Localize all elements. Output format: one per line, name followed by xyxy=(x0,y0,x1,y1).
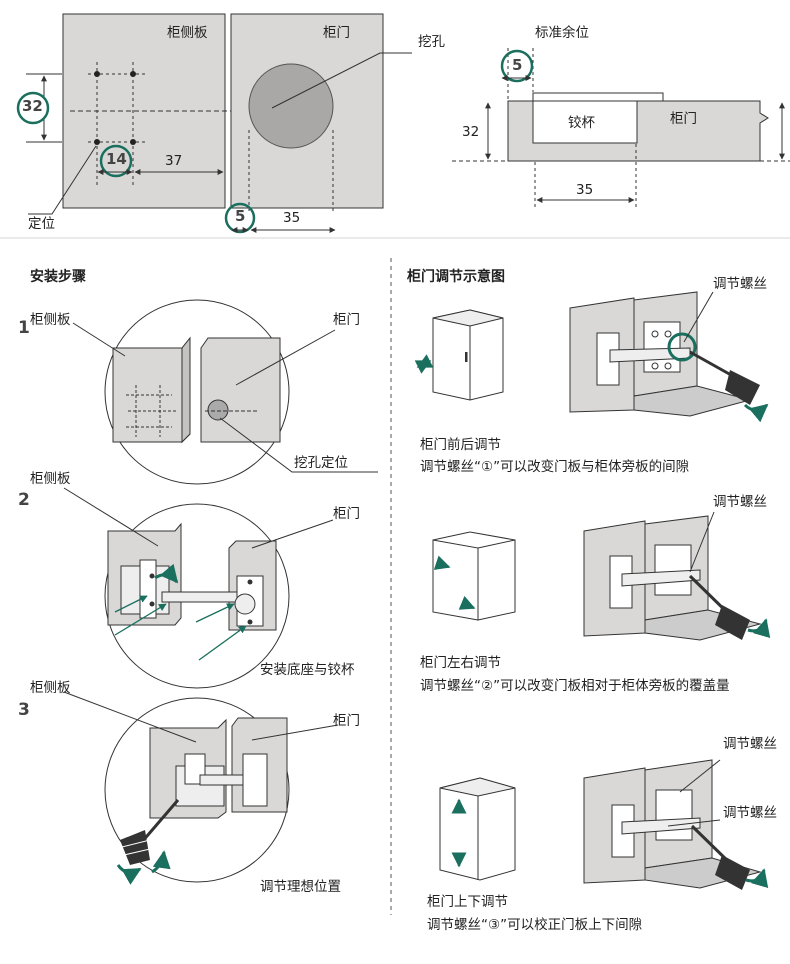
dim-14-text: 14 xyxy=(106,150,127,168)
top-door-panel xyxy=(230,13,384,212)
step-2-right-label: 柜门 xyxy=(333,506,360,522)
dim-32-r-text: 32 xyxy=(462,124,480,140)
step-1-left-label: 柜侧板 xyxy=(30,312,71,328)
step-3-caption: 调节理想位置 xyxy=(260,879,341,895)
std-clearance-label: 标准余位 xyxy=(535,25,589,41)
adjust-1-desc: 调节螺丝“①”可以改变门板与柜体旁板的间隙 xyxy=(420,459,690,475)
adjust-1-name: 柜门前后调节 xyxy=(420,437,501,453)
dim-32-circle xyxy=(16,91,50,125)
dim-37-text: 37 xyxy=(165,153,183,169)
step-3-left-label: 柜侧板 xyxy=(30,680,71,696)
install-title: 安装步骤 xyxy=(30,269,86,285)
step-1-number: 1 xyxy=(18,318,30,338)
step-2-left-label: 柜侧板 xyxy=(30,471,71,487)
dim-5-text: 5 xyxy=(235,207,246,225)
locate-label: 定位 xyxy=(28,216,55,232)
step-1-caption: 挖孔定位 xyxy=(294,455,348,471)
step-2-illustration xyxy=(63,487,334,689)
step-2-caption: 安装底座与铰杯 xyxy=(260,662,355,678)
step-3-number: 3 xyxy=(18,700,30,720)
step-1-illustration xyxy=(72,299,378,485)
top-right-section xyxy=(452,48,790,208)
step-3-right-label: 柜门 xyxy=(333,713,360,729)
dim-14-circle xyxy=(99,144,133,178)
adjust-2-box xyxy=(432,531,516,621)
dim-35-text: 35 xyxy=(283,210,301,226)
adjust-2-name: 柜门左右调节 xyxy=(420,655,501,671)
adjust-2-hinge xyxy=(583,511,771,641)
step-1-right-label: 柜门 xyxy=(333,312,360,328)
cup-label: 铰杯 xyxy=(568,115,595,131)
adjust-1-screw-label: 调节螺丝 xyxy=(713,276,767,292)
adjust-2-screw-label: 调节螺丝 xyxy=(713,494,767,510)
adjust-3-box xyxy=(439,777,516,881)
top-side-panel-label: 柜侧板 xyxy=(167,25,208,41)
adjust-3-hinge xyxy=(583,759,769,890)
top-door-label: 柜门 xyxy=(323,25,350,41)
dim-5-r-circle xyxy=(500,49,534,83)
door-r-label: 柜门 xyxy=(670,111,697,127)
adjust-3-name: 柜门上下调节 xyxy=(427,894,508,910)
step-3-illustration xyxy=(63,691,339,885)
step-2-number: 2 xyxy=(18,490,30,510)
adjust-3-screw-label-a: 调节螺丝 xyxy=(723,736,777,752)
adjust-title: 柜门调节示意图 xyxy=(407,269,505,285)
dim-5-r-text: 5 xyxy=(512,56,523,74)
dim-35-r-text: 35 xyxy=(576,182,594,198)
adjust-3-desc: 调节螺丝“③”可以校正门板上下间隙 xyxy=(427,917,643,933)
adjust-1-box xyxy=(414,309,504,401)
hole-label: 挖孔 xyxy=(418,34,445,50)
adjust-1-hinge xyxy=(569,291,769,423)
adjust-3-screw-label-b: 调节螺丝 xyxy=(723,805,777,821)
dim-32-text: 32 xyxy=(22,97,43,115)
adjust-2-desc: 调节螺丝“②”可以改变门板相对于柜体旁板的覆盖量 xyxy=(420,678,730,694)
